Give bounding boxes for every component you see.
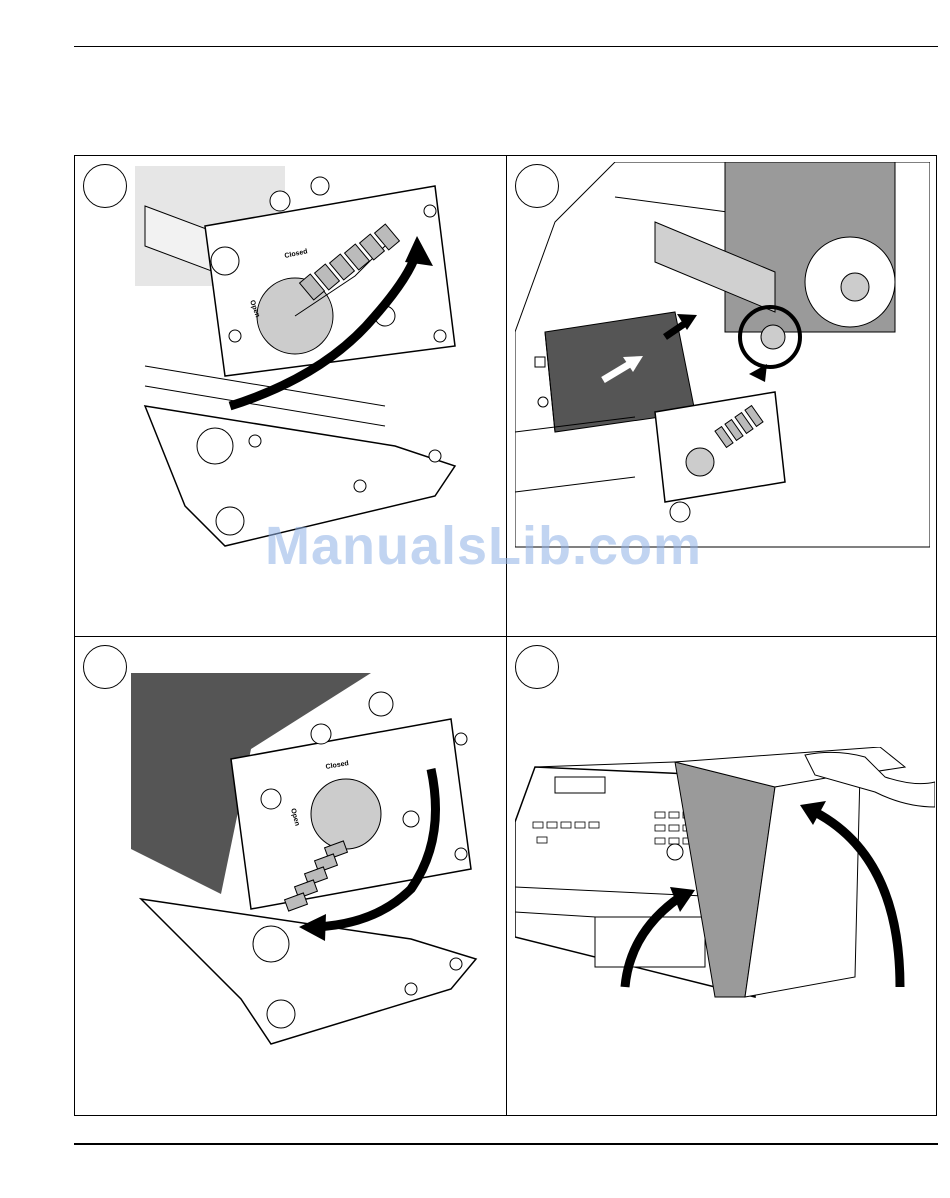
header-rule: [74, 46, 938, 47]
printhead-close-illustration: Closed Open: [131, 669, 496, 1049]
ribbon-load-illustration: [515, 162, 930, 552]
step-number-circle: [515, 645, 559, 689]
step-number-circle: [83, 645, 127, 689]
footer-rule: [74, 1143, 938, 1145]
step-number-circle: [83, 164, 127, 208]
printer-close-cover-illustration: [515, 747, 935, 1007]
step-panel-3: Closed Open: [75, 637, 506, 1117]
instruction-grid: Closed Open: [74, 155, 937, 1116]
step-panel-4: [507, 637, 938, 1117]
printhead-open-illustration: Closed Open: [135, 166, 465, 551]
watermark: ManualsLib.com: [265, 515, 702, 577]
